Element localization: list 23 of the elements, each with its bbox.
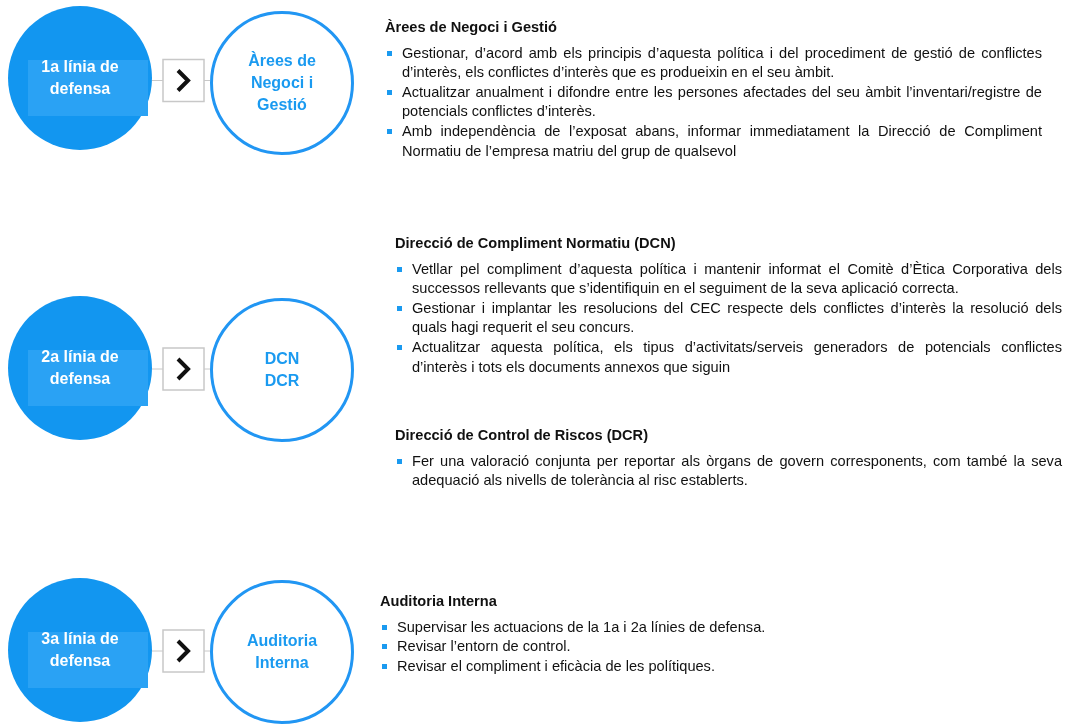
responsible-circle: DCN DCR bbox=[210, 298, 354, 442]
line-circle: 1a línia de defensa bbox=[8, 6, 152, 150]
bullet-text: Actualitzar anualment i difondre entre les persones afectades del seu àmbit l’inventari/registre de potencials conflictes d’interès. bbox=[402, 82, 1042, 122]
responsible-circle: Auditoria Interna bbox=[210, 580, 354, 724]
chevron-arrow bbox=[151, 347, 211, 391]
bullet-text: Supervisar les actuacions de la 1a i 2a línies de defensa. bbox=[397, 617, 767, 637]
bullet-text: Vetllar pel compliment d’aquesta política i mantenir informat el Comitè d’Ètica Corporativa dels successos rellevants que s’identifiquin en el seguiment de la seva aplicació correcta. bbox=[412, 259, 1062, 299]
responsible-circle: Àrees de Negoci i Gestió bbox=[210, 11, 354, 155]
bullet-text: Actualitzar aquesta política, els tipus d’activitats/serveis generadors de potencials conflictes d’interès i tots els documents annexos que siguin bbox=[412, 337, 1062, 377]
chevron-arrow bbox=[151, 58, 211, 103]
bullet-text: Amb independència de l’exposat abans, informar immediatament la Direcció de Compliment Normatiu de l’empresa matriu del grup de qualsevol bbox=[402, 121, 1042, 161]
bullet-text: Gestionar i implantar les resolucions del CEC respecte dels conflictes d’interès la resolució dels quals hagi requerit el seu concurs. bbox=[412, 298, 1062, 338]
section-heading: Direcció de Compliment Normatiu (DCN) bbox=[395, 234, 677, 253]
bullet-text: Gestionar, d’acord amb els principis d’aquesta política i del procediment de gestió de conflictes d’interès, els conflictes d’interès que es produeixin en el seu àmbit. bbox=[402, 43, 1042, 83]
bullet-text: Revisar l’entorn de control. bbox=[397, 637, 572, 657]
section-heading: Àrees de Negoci i Gestió bbox=[385, 18, 558, 37]
section-heading: Direcció de Control de Riscos (DCR) bbox=[395, 426, 649, 445]
bullet-text: Revisar el compliment i eficàcia de les polítiques. bbox=[397, 656, 716, 676]
chevron-arrow bbox=[151, 629, 211, 673]
bullet-text: Fer una valoració conjunta per reportar als òrgans de govern corresponents, com també la seva adequació als nivells de tolerància al risc establerts. bbox=[412, 451, 1062, 491]
section-heading: Auditoria Interna bbox=[380, 592, 498, 611]
line-circle: 3a línia de defensa bbox=[8, 578, 152, 722]
line-circle: 2a línia de defensa bbox=[8, 296, 152, 440]
